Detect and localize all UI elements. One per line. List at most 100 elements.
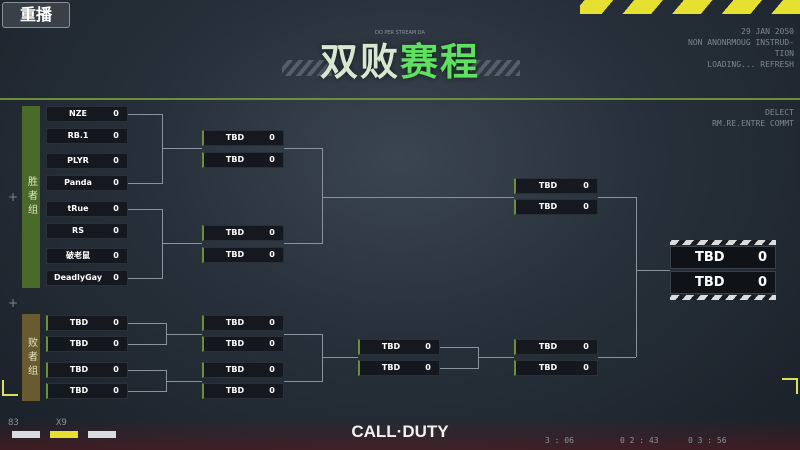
match-slot-l2-2[interactable]: TBD 0 — [202, 362, 284, 378]
match-slot-w3-0[interactable]: TBD 0 — [514, 178, 598, 194]
bracket-line — [636, 197, 637, 357]
footer-label: X9 — [56, 418, 67, 428]
bracket-line — [440, 368, 478, 369]
team-name: RB.1 — [67, 131, 89, 140]
team-score: 0 — [425, 342, 431, 351]
team-score: 0 — [113, 178, 119, 187]
bracket-line — [322, 148, 323, 244]
match-slot-l3-0[interactable]: TBD 0 — [358, 339, 440, 355]
footer-timer: 3 : 06 — [545, 436, 574, 445]
match-slot-w3-1[interactable]: TBD 0 — [514, 199, 598, 215]
info-line: TION — [774, 49, 794, 58]
team-score: 0 — [113, 156, 119, 165]
match-slot-l2-3[interactable]: TBD 0 — [202, 383, 284, 399]
team-name: tRue — [67, 204, 89, 213]
match-slot-w1-2[interactable]: PLYR 0 — [46, 153, 128, 169]
team-score: 0 — [113, 226, 119, 235]
team-score: 0 — [269, 228, 275, 237]
bracket-line — [128, 278, 162, 279]
info-block-mid: DELECT RM.RE.ENTRE COMMT — [624, 107, 794, 129]
match-slot-w2-1[interactable]: TBD 0 — [202, 152, 284, 168]
team-name: TBD — [538, 342, 558, 351]
match-slot-l1-0[interactable]: TBD 0 — [46, 315, 128, 331]
team-name: TBD — [225, 250, 245, 259]
team-score: 0 — [113, 251, 119, 260]
team-name: TBD — [381, 342, 401, 351]
final-slot-1[interactable]: TBD 0 — [670, 271, 776, 294]
match-slot-l4-0[interactable]: TBD 0 — [514, 339, 598, 355]
team-score: 0 — [113, 318, 119, 327]
final-slot-0[interactable]: TBD 0 — [670, 246, 776, 269]
bracket-line — [128, 323, 166, 324]
match-slot-w1-1[interactable]: RB.1 0 — [46, 128, 128, 144]
match-slot-l2-1[interactable]: TBD 0 — [202, 336, 284, 352]
bracket-line — [284, 148, 322, 149]
team-name: TBD — [538, 181, 558, 190]
bracket-line — [598, 357, 636, 358]
team-score: 0 — [583, 202, 589, 211]
team-score: 0 — [583, 342, 589, 351]
final-stripe-top — [670, 240, 776, 245]
team-name: 破老鼠 — [66, 251, 90, 260]
match-slot-w1-4[interactable]: tRue 0 — [46, 201, 128, 217]
team-score: 0 — [113, 365, 119, 374]
match-slot-w2-2[interactable]: TBD 0 — [202, 225, 284, 241]
info-line: DELECT — [765, 108, 794, 117]
team-score: 0 — [113, 204, 119, 213]
info-block-top: 29 JAN 2050 NON ANONRMOUG INSTRUD- TION … — [624, 26, 794, 70]
team-name: TBD — [538, 363, 558, 372]
match-slot-w2-0[interactable]: TBD 0 — [202, 130, 284, 146]
team-score: 0 — [757, 275, 767, 290]
team-name: TBD — [695, 275, 725, 290]
match-slot-w1-0[interactable]: NZE 0 — [46, 106, 128, 122]
team-score: 0 — [269, 365, 275, 374]
grand-final: TBD 0 TBD 0 — [670, 240, 776, 300]
info-line: 29 JAN 2050 — [741, 27, 794, 36]
footer-timer: 0 2 : 43 — [620, 436, 659, 445]
team-name: TBD — [69, 318, 89, 327]
team-name: TBD — [225, 318, 245, 327]
match-slot-w1-6[interactable]: 破老鼠 0 — [46, 248, 128, 264]
team-score: 0 — [757, 250, 767, 265]
footer-chip — [50, 431, 78, 438]
replay-button[interactable]: 重播 — [2, 2, 70, 28]
footer-bar — [0, 418, 800, 450]
losers-group-label: 败者组 — [22, 314, 40, 401]
team-score: 0 — [583, 181, 589, 190]
match-slot-w1-5[interactable]: RS 0 — [46, 223, 128, 239]
match-slot-w1-3[interactable]: Panda 0 — [46, 175, 128, 191]
team-score: 0 — [113, 386, 119, 395]
team-score: 0 — [113, 131, 119, 140]
bracket-line — [128, 183, 162, 184]
team-score: 0 — [269, 386, 275, 395]
bracket-line — [322, 334, 323, 382]
footer-chip — [12, 431, 40, 438]
title-accent: 赛程 — [400, 40, 481, 84]
match-slot-l1-1[interactable]: TBD 0 — [46, 336, 128, 352]
team-name: TBD — [225, 386, 245, 395]
match-slot-l1-3[interactable]: TBD 0 — [46, 383, 128, 399]
bracket-line — [598, 197, 636, 198]
team-score: 0 — [269, 155, 275, 164]
bracket-line — [284, 381, 322, 382]
team-name: TBD — [381, 363, 401, 372]
team-name: DeadlyGay — [53, 273, 103, 282]
team-score: 0 — [113, 109, 119, 118]
team-score: 0 — [113, 273, 119, 282]
header-divider — [0, 98, 800, 100]
match-slot-l4-1[interactable]: TBD 0 — [514, 360, 598, 376]
match-slot-w1-7[interactable]: DeadlyGay 0 — [46, 270, 128, 286]
match-slot-l2-0[interactable]: TBD 0 — [202, 315, 284, 331]
team-name: RS — [72, 226, 84, 235]
bracket-line — [636, 270, 670, 271]
bracket-line — [128, 114, 162, 115]
match-slot-l3-1[interactable]: TBD 0 — [358, 360, 440, 376]
team-name: TBD — [69, 365, 89, 374]
bracket-line — [128, 391, 166, 392]
match-slot-l1-2[interactable]: TBD 0 — [46, 362, 128, 378]
match-slot-w2-3[interactable]: TBD 0 — [202, 247, 284, 263]
team-score: 0 — [269, 133, 275, 142]
team-score: 0 — [425, 363, 431, 372]
title-hatch-right — [470, 60, 520, 76]
bracket-line — [162, 209, 163, 279]
